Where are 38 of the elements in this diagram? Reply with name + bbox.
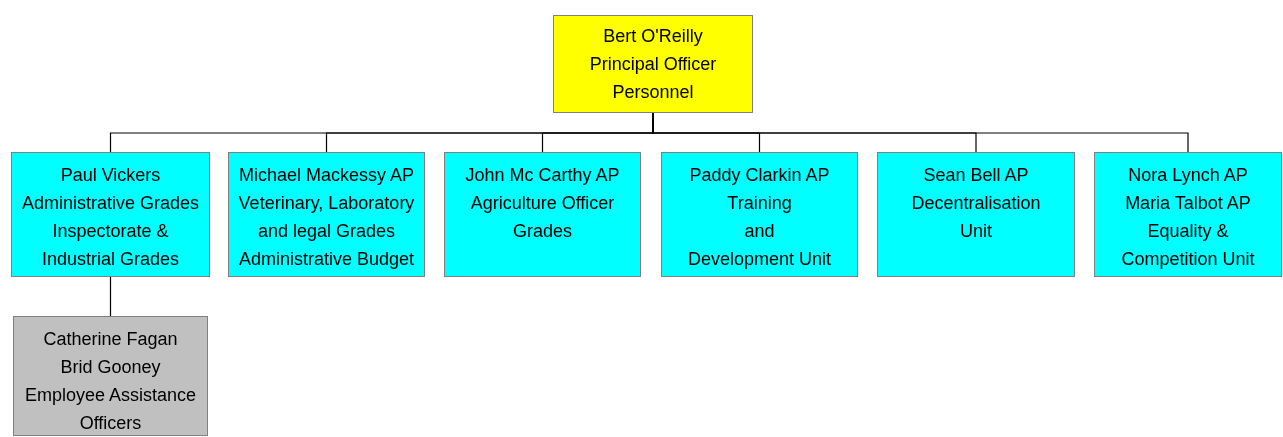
org-text: Grades <box>513 220 572 243</box>
org-text: Principal Officer <box>589 53 717 76</box>
org-box <box>1094 152 1282 277</box>
org-text: Brid Gooney <box>60 356 161 379</box>
org-text: Employee Assistance <box>24 384 197 407</box>
org-text: Industrial Grades <box>41 248 180 271</box>
org-text: Veterinary, Laboratory <box>238 192 415 215</box>
org-box <box>11 152 210 277</box>
org-text: and legal Grades <box>257 220 396 243</box>
org-text: Equality & <box>1147 220 1229 243</box>
org-text: Agriculture Officer <box>470 192 615 215</box>
org-text: Sean Bell AP <box>923 164 1029 187</box>
org-text: Decentralisation <box>911 192 1041 215</box>
org-text: Administrative Grades <box>21 192 200 215</box>
org-text: Officers <box>79 412 142 435</box>
org-text: John Mc Carthy AP <box>465 164 620 187</box>
org-box <box>228 152 425 277</box>
org-text: Inspectorate & <box>52 220 169 243</box>
org-box <box>444 152 641 277</box>
org-text: Maria Talbot AP <box>1125 192 1251 215</box>
org-text: Unit <box>960 220 992 243</box>
org-box <box>13 316 208 436</box>
org-text: Paul Vickers <box>60 164 161 187</box>
org-text: Competition Unit <box>1121 248 1255 271</box>
org-text: and <box>744 220 775 243</box>
org-box <box>553 15 753 113</box>
org-text: Personnel <box>612 81 694 104</box>
org-text: Bert O'Reilly <box>603 25 703 48</box>
org-box <box>661 152 858 277</box>
org-text: Michael Mackessy AP <box>238 164 415 187</box>
org-text: Training <box>727 192 792 215</box>
org-text: Administrative Budget <box>238 248 415 271</box>
org-text: Catherine Fagan <box>43 328 178 351</box>
connector-line <box>109 276 112 317</box>
org-text: Paddy Clarkin AP <box>689 164 830 187</box>
org-text: Nora Lynch AP <box>1128 164 1248 187</box>
org-text: Development Unit <box>687 248 832 271</box>
org-box <box>877 152 1075 277</box>
